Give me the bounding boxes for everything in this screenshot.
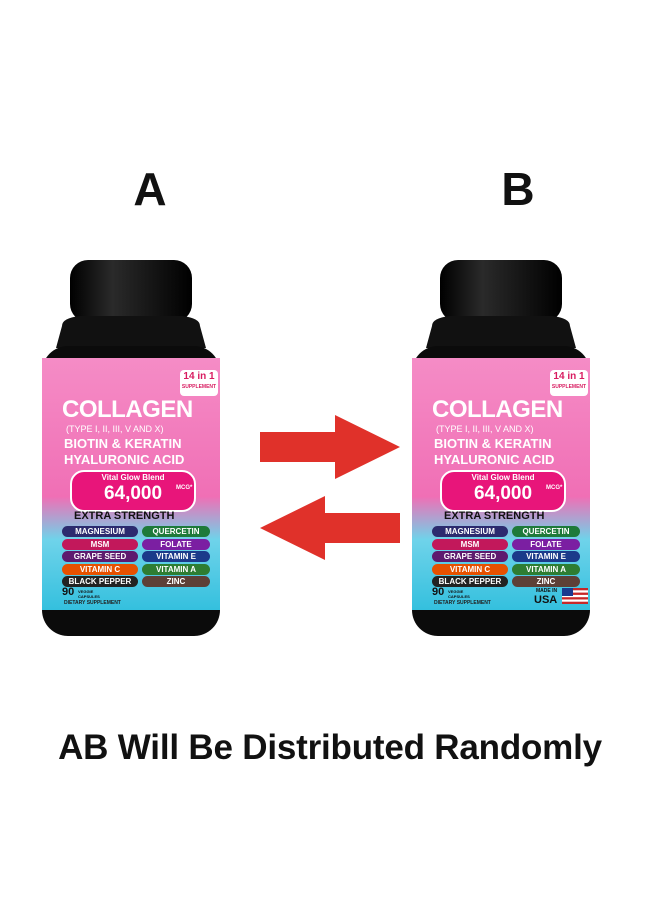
badge-top: 14 in 1 <box>553 371 585 382</box>
bottle-a: 14 in 1 SUPPLEMENT COLLAGEN (TYPE I, II,… <box>40 258 222 638</box>
bottle-b: 14 in 1 SUPPLEMENT COLLAGEN (TYPE I, II,… <box>410 258 592 638</box>
ingredient-pill: MSM <box>62 538 138 550</box>
ingredient-pill: VITAMIN C <box>62 563 138 575</box>
ingredient-pill: VITAMIN E <box>142 551 210 562</box>
capsule-count: 90 <box>432 586 445 598</box>
badge-top: 14 in 1 <box>183 371 215 382</box>
ingredient-pill: MSM <box>432 538 508 550</box>
swap-arrows <box>260 415 400 560</box>
product-line2: BIOTIN & KERATIN <box>64 436 182 451</box>
caption: AB Will Be Distributed Randomly <box>58 728 602 767</box>
dietary-footer: DIETARY SUPPLEMENT <box>64 600 121 606</box>
ingredient-pill: VITAMIN A <box>142 563 210 575</box>
blend-amount: 64,000 <box>473 483 533 504</box>
arrow-left-icon <box>260 496 400 560</box>
product-line3: HYALURONIC ACID <box>434 452 555 467</box>
made-in-text: MADE IN <box>536 588 558 594</box>
product-title: COLLAGEN <box>62 396 193 423</box>
badge: 14 in 1 SUPPLEMENT <box>180 370 218 396</box>
product-title: COLLAGEN <box>432 396 563 423</box>
badge-bottom: SUPPLEMENT <box>181 384 217 390</box>
capsule-count-label: VEGGIE CAPSULES <box>448 589 470 599</box>
ingredient-pill: FOLATE <box>512 538 580 550</box>
usa-text: USA <box>534 594 558 606</box>
ingredient-pill: MAGNESIUM <box>62 526 138 537</box>
blend-amount: 64,000 <box>103 483 163 504</box>
ingredient-pill: ZINC <box>142 576 210 587</box>
dietary-footer: DIETARY SUPPLEMENT <box>434 600 491 606</box>
ingredient-pill: MAGNESIUM <box>432 526 508 537</box>
ingredient-pill: GRAPE SEED <box>432 551 508 562</box>
ingredient-pill: QUERCETIN <box>142 526 210 537</box>
ingredient-pill: VITAMIN C <box>432 563 508 575</box>
variant-letter-b: B <box>501 163 535 215</box>
badge-bottom: SUPPLEMENT <box>551 384 587 390</box>
strength-text: EXTRA STRENGTH <box>74 510 175 522</box>
strength-text: EXTRA STRENGTH <box>444 510 545 522</box>
product-types: (TYPE I, II, III, V AND X) <box>436 424 534 434</box>
capsule-count: 90 <box>62 586 75 598</box>
ingredient-pill: BLACK PEPPER <box>432 576 508 587</box>
blend-box: Vital Glow Blend 64,000 <box>440 470 566 512</box>
blend-unit: MCG* <box>176 485 193 491</box>
product-line2: BIOTIN & KERATIN <box>434 436 552 451</box>
variant-letter-a: A <box>133 163 167 215</box>
capsule-count-label: VEGGIE CAPSULES <box>78 589 100 599</box>
blend-label: Vital Glow Blend <box>101 473 165 482</box>
ingredient-pill: FOLATE <box>142 538 210 550</box>
ingredient-pill: BLACK PEPPER <box>62 576 138 587</box>
arrow-right-icon <box>260 415 400 479</box>
product-types: (TYPE I, II, III, V AND X) <box>66 424 164 434</box>
badge: 14 in 1 SUPPLEMENT <box>550 370 588 396</box>
product-line3: HYALURONIC ACID <box>64 452 185 467</box>
blend-box: Vital Glow Blend 64,000 <box>70 470 196 512</box>
blend-unit: MCG* <box>546 485 563 491</box>
ingredient-pill: ZINC <box>512 576 580 587</box>
usa-flag-icon <box>562 588 588 604</box>
ingredient-pill: VITAMIN A <box>512 563 580 575</box>
blend-label: Vital Glow Blend <box>471 473 535 482</box>
ingredient-pill: QUERCETIN <box>512 526 580 537</box>
ingredient-pill: GRAPE SEED <box>62 551 138 562</box>
ingredient-pill: VITAMIN E <box>512 551 580 562</box>
